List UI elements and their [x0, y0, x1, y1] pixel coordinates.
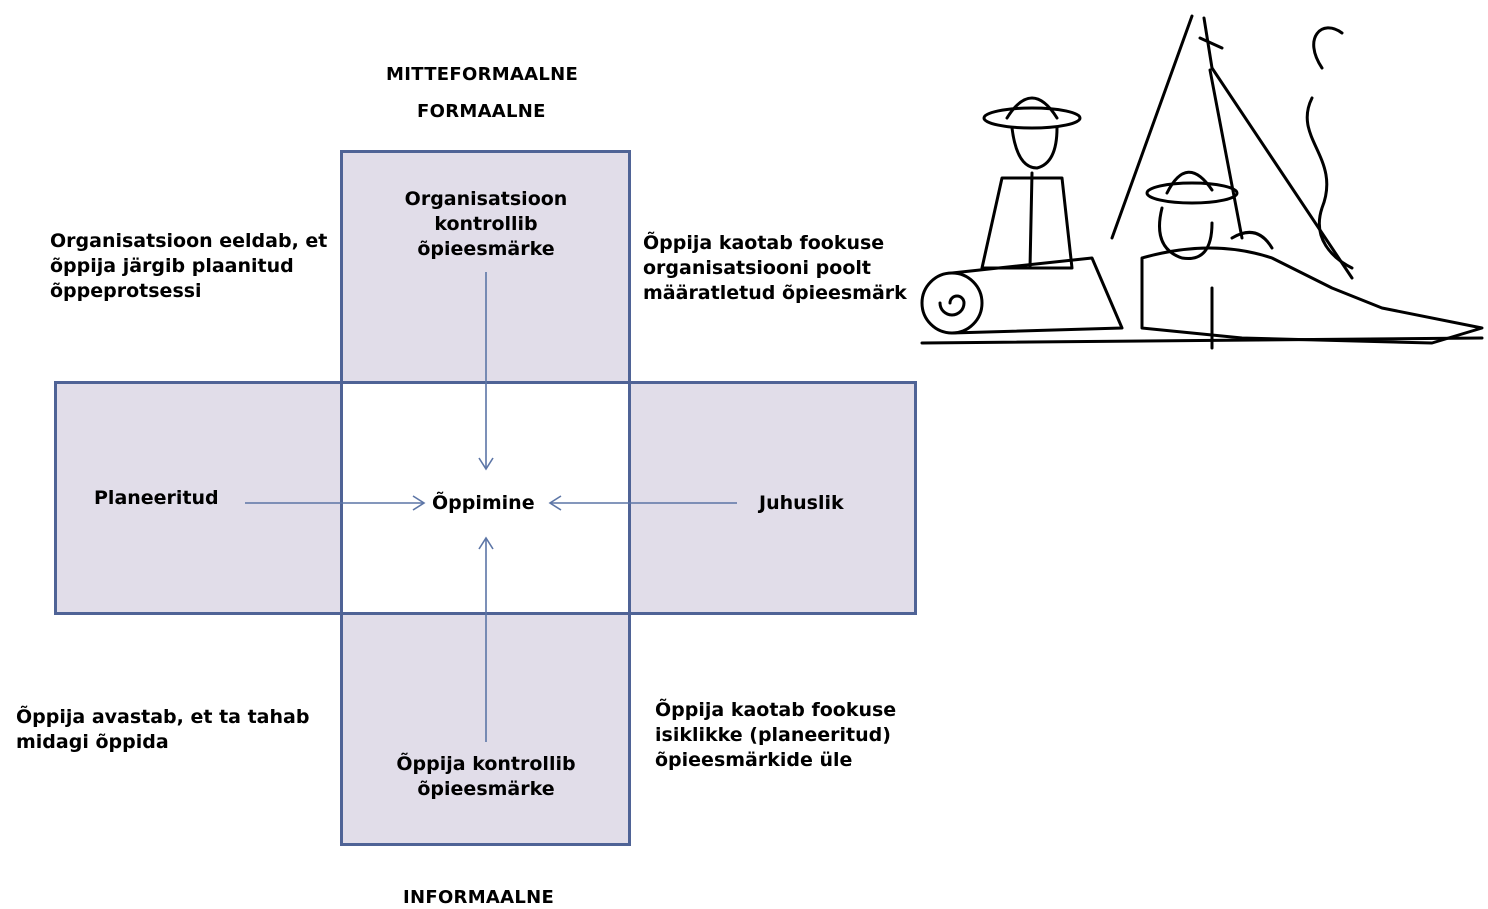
scouts-camp-illustration — [920, 14, 1484, 350]
label-planned: Planeeritud — [94, 487, 219, 509]
note-top-right: Õppija kaotab fookuse organisatsiooni po… — [643, 232, 907, 304]
note-top-left: Organisatsioon eeldab, et õppija järgib … — [50, 230, 328, 302]
header-informal: INFORMAALNE — [403, 887, 555, 908]
bottom-box-label: Õppija kontrollib õpieesmärke — [396, 753, 576, 800]
box-right — [626, 381, 917, 615]
label-random: Juhuslik — [759, 492, 844, 514]
label-learning: Õppimine — [432, 492, 535, 514]
top-box-label: Organisatsioon kontrollib õpieesmärke — [404, 188, 568, 260]
header-formal: FORMAALNE — [417, 101, 546, 122]
note-bottom-right: Õppija kaotab fookuse isiklikke (planeer… — [655, 699, 897, 771]
box-left — [54, 381, 345, 615]
header-non-formal: MITTEFORMAALNE — [386, 64, 579, 85]
note-bottom-left: Õppija avastab, et ta tahab midagi õppid… — [16, 706, 310, 753]
